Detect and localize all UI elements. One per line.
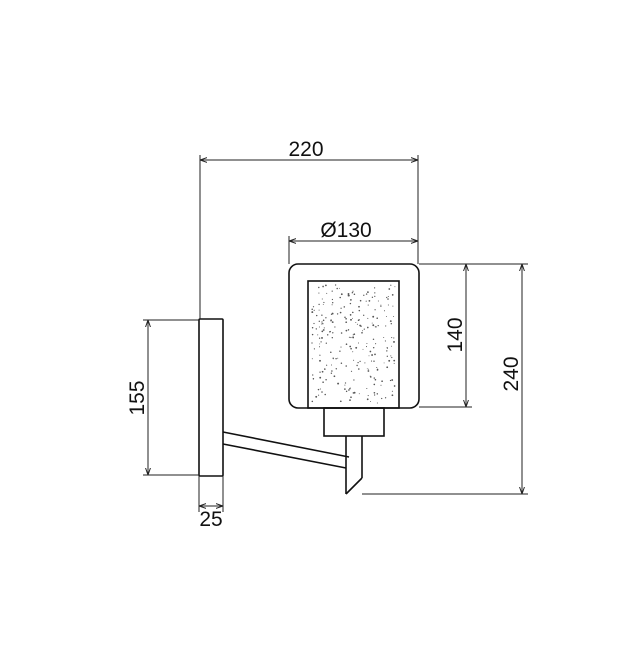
backplate-height-label: 155 [126, 380, 149, 415]
dimension-overall-width: 220 [199, 138, 419, 319]
support-arm [222, 431, 350, 469]
dimension-shade-diameter: Ø130 [288, 219, 418, 264]
socket-stem [345, 436, 363, 495]
dimension-shade-height: 140 [419, 263, 472, 408]
backplate-depth-label: 25 [199, 508, 222, 531]
wall-backplate [198, 318, 224, 477]
dimension-overall-height: 240 [362, 263, 528, 495]
dimension-backplate-height: 155 [126, 319, 199, 476]
overall-height-label: 240 [500, 356, 523, 391]
dimension-backplate-depth: 25 [198, 476, 224, 531]
shade-height-label: 140 [444, 317, 467, 352]
overall-width-label: 220 [288, 138, 323, 161]
shade-diameter-label: Ø130 [320, 219, 371, 242]
glass-texture [311, 284, 396, 404]
lamp-holder [323, 407, 385, 437]
glass-shade [288, 263, 420, 409]
